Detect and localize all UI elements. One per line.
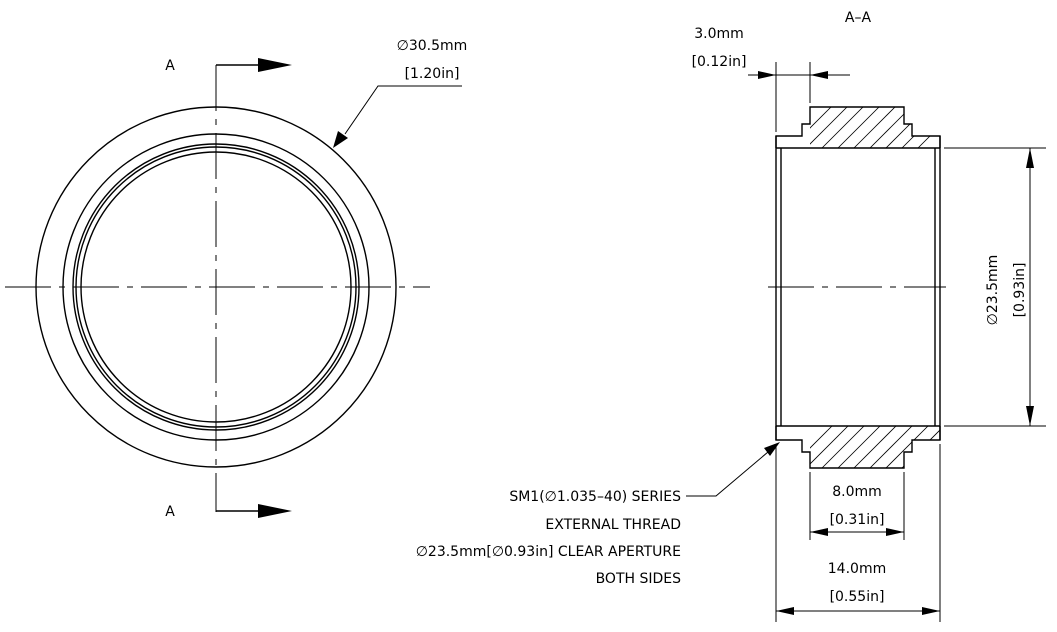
section-label-top: A [165,58,175,74]
thread-dim-arrow-left [758,71,776,79]
body-dim-arrow-left [810,528,828,536]
aperture-dim-arrow-bottom [1026,406,1034,426]
section-outline-bottom [775,426,941,469]
aperture-dim-arrow-top [1026,148,1034,168]
section-arrow-top-head [258,58,292,72]
section-title: A–A [845,10,872,26]
overall-length-in: [0.55in] [830,589,885,605]
aperture-diameter-in: [0.93in] [1012,263,1028,318]
note-line-4: BOTH SIDES [596,571,682,587]
outer-diameter-leader-arrow [333,131,348,148]
aperture-diameter-mm: ∅23.5mm [985,255,1001,326]
body-dim-arrow-right [886,528,904,536]
overall-dim-arrow-right [922,607,940,615]
body-width-mm: 8.0mm [832,484,882,500]
note-line-3: ∅23.5mm[∅0.93in] CLEAR APERTURE [416,544,681,560]
thread-note-leader-arrow [764,442,780,456]
note-line-1: SM1(∅1.035–40) SERIES [509,489,681,505]
overall-length-mm: 14.0mm [828,561,886,577]
outer-diameter-leader [344,85,462,135]
section-arrow-bottom-head [258,504,292,518]
body-width-in: [0.31in] [830,512,885,528]
thread-note-leader [686,451,769,497]
section-label-bottom: A [165,504,175,520]
overall-dim-arrow-left [776,607,794,615]
thread-dim-arrow-right [810,71,828,79]
thread-length-in: [0.12in] [692,54,747,70]
thread-length-mm: 3.0mm [694,26,744,42]
front-view: A A ∅30.5mm [1.20in] [5,38,467,520]
section-outline-top [775,106,941,148]
thread-note: SM1(∅1.035–40) SERIES EXTERNAL THREAD ∅2… [416,489,681,587]
section-view: A–A [686,10,1046,622]
outer-diameter-mm: ∅30.5mm [397,38,468,54]
outer-diameter-in: [1.20in] [405,66,460,82]
note-line-2: EXTERNAL THREAD [545,517,681,533]
